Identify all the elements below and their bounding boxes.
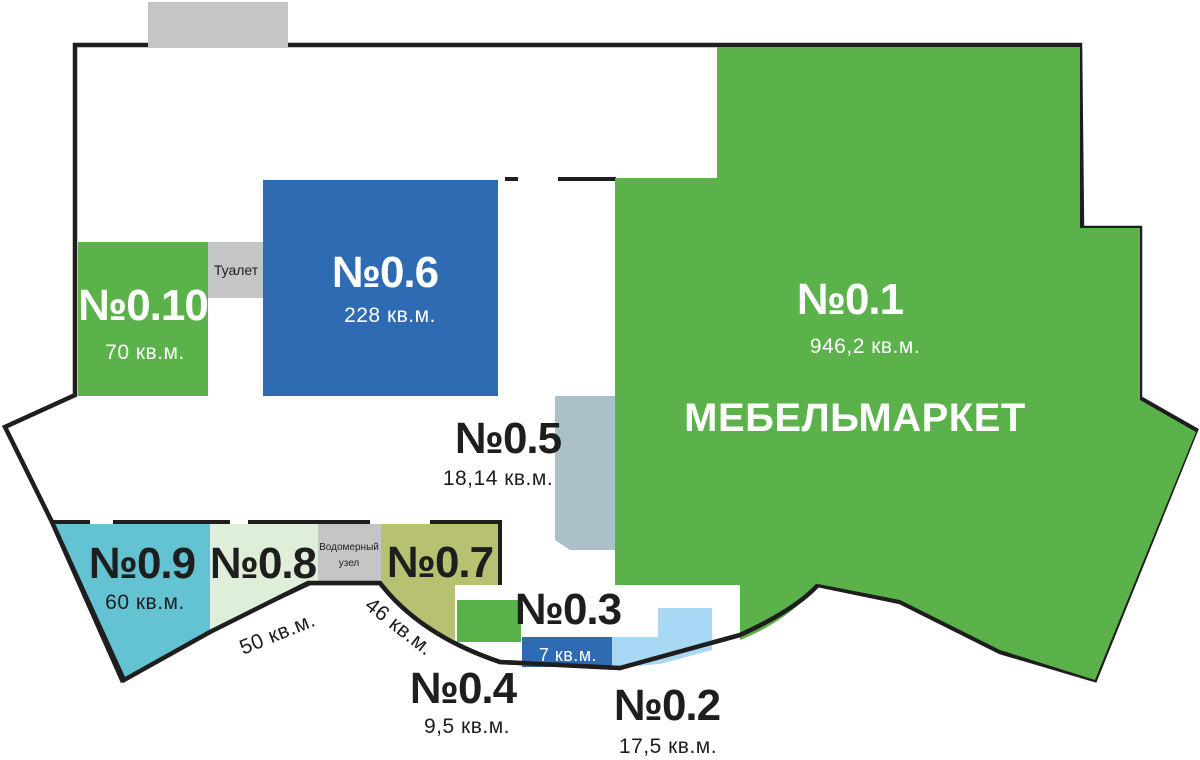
unit-0-9-area[interactable] — [52, 524, 210, 678]
unit-0-1-tenant: МЕБЕЛЬМАРКЕТ — [684, 396, 1026, 440]
unit-0-4-id: №0.4 — [410, 664, 518, 713]
unit-0-10-area-label: 70 кв.м. — [105, 341, 185, 364]
unit-0-6-area-label: 228 кв.м. — [344, 304, 436, 327]
toilet-room — [208, 242, 263, 298]
unit-0-10-id: №0.10 — [78, 281, 208, 330]
entrance-block — [148, 2, 288, 48]
unit-0-4-area[interactable] — [457, 600, 521, 642]
unit-0-5-id: №0.5 — [455, 414, 562, 463]
unit-0-7-area[interactable] — [381, 524, 498, 585]
unit-0-8-id: №0.8 — [210, 539, 317, 588]
unit-0-3-area-label: 7 кв.м. — [539, 645, 597, 665]
unit-0-5-area[interactable] — [555, 396, 615, 550]
unit-0-5-area-label: 18,14 кв.м. — [443, 467, 553, 490]
toilet-label: Туалет — [214, 262, 259, 278]
unit-0-4-strip[interactable] — [381, 585, 455, 640]
water-meter-label-2: узел — [339, 558, 360, 569]
water-meter-room — [318, 524, 381, 585]
unit-0-6-id: №0.6 — [332, 248, 438, 297]
unit-0-2-id: №0.2 — [614, 681, 720, 730]
unit-0-7-id: №0.7 — [387, 538, 493, 587]
unit-0-1-id: №0.1 — [797, 275, 904, 324]
water-meter-label-1: Водомерный — [319, 542, 379, 553]
unit-0-2-area-label: 17,5 кв.м. — [619, 735, 717, 758]
unit-0-10-area[interactable] — [78, 242, 208, 396]
unit-0-1-area[interactable] — [615, 47, 1196, 680]
unit-0-9-id: №0.9 — [89, 539, 195, 588]
unit-0-6-area[interactable] — [263, 180, 498, 396]
unit-0-2-area[interactable] — [612, 608, 712, 668]
outline-front — [49, 521, 820, 684]
unit-0-8-area-label: 50 кв.м. — [236, 608, 318, 659]
unit-0-3-id: №0.3 — [515, 585, 621, 634]
unit-0-9-area-label: 60 кв.м. — [105, 591, 185, 614]
unit-0-4-area-label: 9,5 кв.м. — [424, 715, 510, 738]
unit-0-1-area-label: 946,2 кв.м. — [810, 335, 920, 358]
unit-0-8-area[interactable] — [210, 524, 318, 632]
